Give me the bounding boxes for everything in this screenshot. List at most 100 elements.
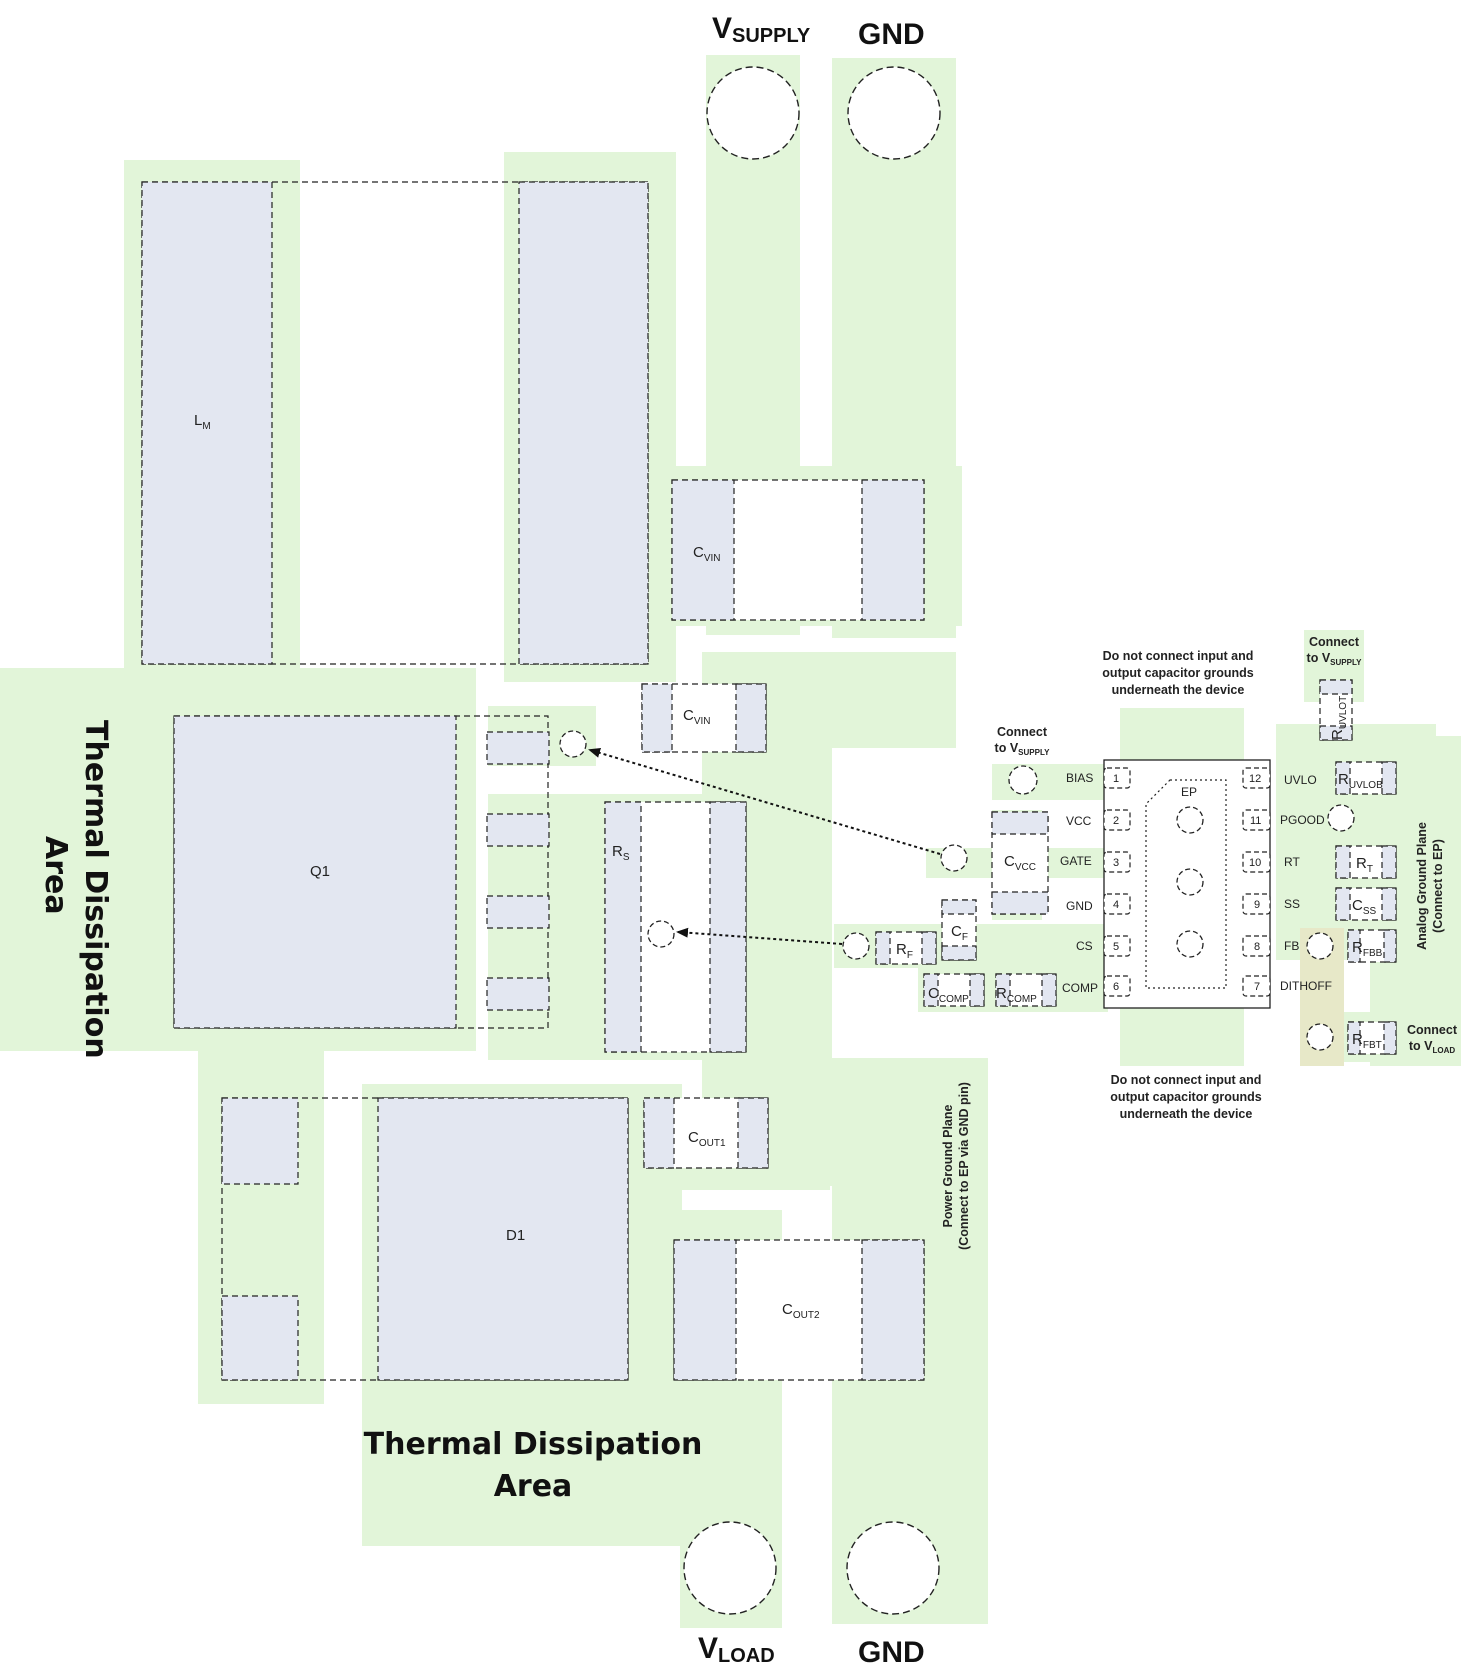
q1-source-pad-3 — [486, 977, 550, 1011]
pin-8-number: 8 — [1254, 941, 1260, 953]
ic-exposed-pad — [1145, 779, 1227, 989]
ic-left-pins: 1 BIAS 2 VCC 3 GATE 4 GND 5 CS 6 COMP — [1060, 767, 1131, 997]
ic-right-pins: 12 UVLO 11 PGOOD 10 RT 9 SS 8 FB 7 DITHO… — [1242, 767, 1332, 997]
cvcc-pad-top — [991, 811, 1049, 835]
cvin-mid-pad-right — [735, 683, 767, 753]
capacitor-cvin-top: CVIN — [671, 479, 925, 621]
rcomp-pad-right — [1041, 973, 1057, 1007]
thermal-bottom-line2: Area — [494, 1469, 573, 1504]
bias-via — [1008, 765, 1038, 795]
ep-via-3 — [1176, 930, 1204, 958]
capacitor-cout1: COUT1 — [643, 1097, 769, 1169]
note-analog-gnd-line2: (Connect to EP) — [1431, 839, 1445, 933]
resistor-rs: RS — [604, 801, 747, 1053]
thermal-left-line1: Thermal Dissipation — [78, 720, 113, 1059]
ic-passives: CVCC CF RF CCOMP RCOMP RUVLOT RUVLOB RT — [875, 679, 1397, 1055]
note-power-gnd-line2: (Connect to EP via GND pin) — [957, 1082, 971, 1250]
rfbb-label: RFBB — [1352, 939, 1383, 959]
gate-route-arrow — [588, 748, 941, 855]
rf-pad-right — [921, 931, 937, 965]
pin-12-name: UVLO — [1284, 773, 1317, 787]
fb-via — [1306, 932, 1334, 960]
note-uvlo-connect: Connect — [1309, 635, 1360, 649]
ep-label: EP — [1181, 785, 1197, 799]
cf-pad-top — [941, 899, 977, 915]
gnd-top-via — [847, 66, 941, 160]
capacitor-cvin-mid: CVIN — [641, 683, 767, 753]
pin-2-number: 2 — [1113, 815, 1119, 827]
terminal-vias — [683, 66, 941, 1615]
vload-via — [683, 1521, 777, 1615]
copper-right-pins — [1276, 724, 1436, 960]
ruvlot-label: RUVLOT — [1329, 696, 1349, 740]
pin-8-name: FB — [1284, 939, 1299, 953]
note-analog-gnd-line1: Analog Ground Plane — [1415, 822, 1429, 950]
cs-via-near-ic — [842, 932, 870, 960]
pin-7-number: 7 — [1254, 981, 1260, 993]
d1-cathode-pad — [377, 1097, 629, 1381]
pin-1-number: 1 — [1113, 773, 1119, 785]
gate-via-near-q1 — [559, 730, 587, 758]
cvin-top-label: CVIN — [693, 544, 721, 564]
thermal-bottom-line1: Thermal Dissipation — [364, 1427, 703, 1462]
pin-2-name: VCC — [1066, 814, 1092, 828]
d1-anode-pad-2 — [221, 1295, 299, 1381]
cout1-label: COUT1 — [688, 1129, 726, 1149]
pin-7-pad — [1242, 975, 1271, 997]
gnd-bottom-via — [846, 1521, 940, 1615]
thermal-left-line2: Area — [38, 836, 73, 915]
cvin-top-pad-right — [861, 479, 925, 621]
pin-10-number: 10 — [1249, 857, 1261, 869]
pin-6-number: 6 — [1113, 981, 1119, 993]
d1-label: D1 — [506, 1227, 525, 1244]
cvin-mid-pad-left — [641, 683, 673, 753]
rfbt-label: RFBT — [1352, 1031, 1382, 1051]
pin-9-number: 9 — [1254, 899, 1260, 911]
rcomp-pad-left — [995, 973, 1011, 1007]
q1-source-pad-2 — [486, 895, 550, 929]
pin-11-name: PGOOD — [1280, 813, 1325, 827]
controller-ic: EP 1 BIAS 2 VCC 3 GATE 4 GND 5 CS 6 COMP — [1060, 759, 1332, 1009]
rt-pad-right — [1381, 845, 1397, 879]
pin-6-pad — [1103, 975, 1131, 997]
ruvlob-label: RUVLOB — [1338, 771, 1383, 791]
lm-label: LM — [194, 412, 211, 432]
cout1-pad-left — [643, 1097, 675, 1169]
pin-12-number: 12 — [1249, 773, 1261, 785]
css-pad-right — [1381, 887, 1397, 921]
ruvlot-pad-bottom — [1319, 725, 1353, 741]
rt-pad-left — [1335, 845, 1351, 879]
note-top-line1: Do not connect input and — [1103, 649, 1254, 663]
cf-label: CF — [951, 923, 968, 943]
ccomp-label: CCOMP — [928, 985, 969, 1005]
lm-pad-left — [141, 181, 273, 665]
cout2-label: COUT2 — [782, 1301, 820, 1321]
pin-5-pad — [1103, 935, 1131, 957]
copper-ic-bottom-gnd — [1120, 1008, 1244, 1066]
rf-pad-left — [875, 931, 891, 965]
pin-4-name: GND — [1066, 899, 1093, 913]
q1-label: Q1 — [310, 863, 330, 880]
pin-3-pad — [1103, 851, 1131, 873]
vsupply-label: VSUPPLY — [712, 12, 811, 47]
pin-9-name: SS — [1284, 897, 1300, 911]
diode-d1: D1 — [221, 1097, 629, 1381]
rs-pad-right — [709, 801, 747, 1053]
cvcc-pad-bottom — [991, 891, 1049, 915]
pin-4-pad — [1103, 893, 1131, 915]
ep-via-1 — [1176, 806, 1204, 834]
note-top-line3: underneath the device — [1112, 683, 1245, 697]
note-bottom-line1: Do not connect input and — [1111, 1073, 1262, 1087]
mosfet-q1: Q1 — [173, 715, 550, 1029]
terminal-labels: VSUPPLY GND VLOAD GND — [698, 12, 925, 1669]
pin-8-pad — [1242, 935, 1271, 957]
copper-ic-top-gnd — [1120, 708, 1244, 766]
cvin-mid-label: CVIN — [683, 707, 711, 727]
vload-label: VLOAD — [698, 1632, 775, 1667]
gnd-top-label: GND — [858, 18, 925, 51]
ruvlob-pad-right — [1381, 761, 1397, 795]
cout1-pad-right — [737, 1097, 769, 1169]
pin-3-number: 3 — [1113, 857, 1119, 869]
note-bottom-line3: underneath the device — [1120, 1107, 1253, 1121]
